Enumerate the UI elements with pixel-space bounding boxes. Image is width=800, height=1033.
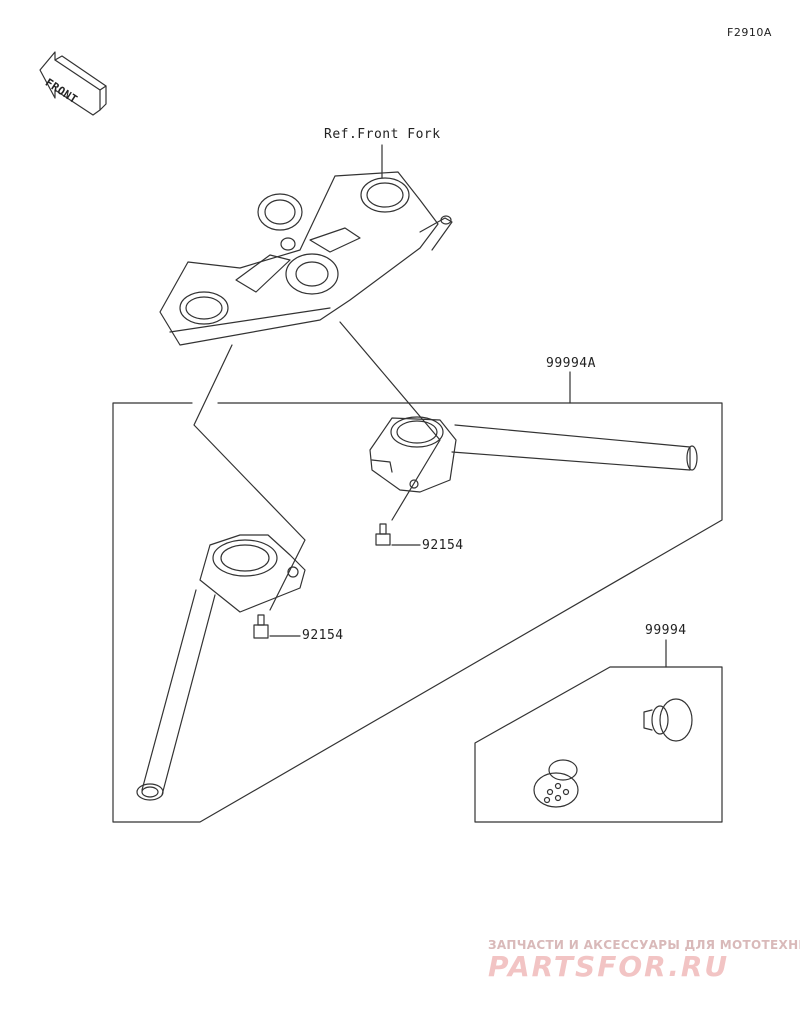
guide-line-right xyxy=(339,321,441,521)
ref-front-fork-label: Ref.Front Fork xyxy=(324,127,441,142)
handlebar-kit-label: 99994A xyxy=(546,356,596,371)
handlebar-kit-frame xyxy=(112,402,723,823)
watermark-tagline: ЗАПЧАСТИ И АКСЕССУАРЫ ДЛЯ МОТОТЕХНИКИ xyxy=(488,938,800,952)
bolt-left-label: 92154 xyxy=(302,628,344,643)
cap-kit-label: 99994 xyxy=(645,623,687,638)
bar-end-cap-a xyxy=(643,698,693,742)
diagram-code: F2910A xyxy=(727,26,772,39)
right-handlebar xyxy=(369,416,698,493)
left-handlebar xyxy=(136,534,306,801)
guide-line-left xyxy=(193,344,306,611)
cap-kit-frame xyxy=(474,666,723,823)
top-triple-clamp xyxy=(159,171,453,346)
bolt-right-label: 92154 xyxy=(422,538,464,553)
bolt-left xyxy=(253,614,301,639)
watermark-logo: PARTSFOR.RU xyxy=(488,950,730,983)
bar-end-cap-b xyxy=(533,759,579,808)
bolt-right xyxy=(375,523,421,546)
front-arrow-icon xyxy=(39,51,107,116)
